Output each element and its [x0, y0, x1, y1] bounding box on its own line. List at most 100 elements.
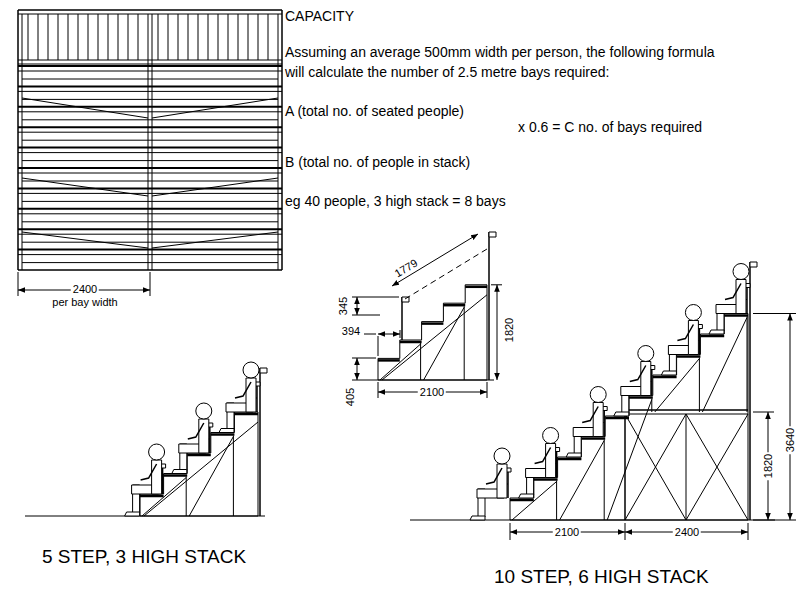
- baluster: [228, 14, 229, 60]
- riser: [22, 262, 278, 263]
- riser: [22, 160, 278, 161]
- seat-plank: [724, 314, 748, 317]
- person-arm: [677, 325, 693, 341]
- seat-plank: [140, 495, 164, 498]
- rail-post: [259, 368, 261, 516]
- seat-plank: [18, 126, 282, 128]
- ground-line: [370, 380, 494, 381]
- baluster: [58, 14, 59, 60]
- brace: [655, 359, 700, 413]
- base-rail: [378, 380, 487, 381]
- extension-line: [150, 272, 151, 296]
- dimension-text: 1820: [503, 316, 515, 344]
- person-arm: [188, 423, 204, 439]
- support-post: [556, 481, 557, 521]
- riser: [22, 99, 278, 100]
- baluster: [158, 14, 159, 60]
- handrail: [18, 9, 282, 11]
- seat-plank: [211, 433, 235, 436]
- dimension-line: [357, 297, 358, 315]
- tower-post: [624, 410, 626, 520]
- baluster: [188, 14, 189, 60]
- baluster: [48, 14, 49, 60]
- caption-text: 10 STEP, 6 HIGH STACK: [494, 566, 709, 589]
- person-foot: [219, 429, 234, 433]
- support-post: [186, 477, 187, 517]
- person-arm: [486, 468, 502, 484]
- cross-brace: [22, 232, 148, 248]
- tower-post: [686, 414, 687, 520]
- seat-plank: [18, 65, 282, 67]
- seat-plank: [18, 234, 282, 235]
- dimension-text: 394: [340, 325, 362, 337]
- frame-post: [148, 14, 149, 270]
- person-head: [733, 264, 749, 280]
- formula-text: x 0.6 = C no. of bays required: [518, 119, 702, 136]
- frame-post: [152, 14, 153, 270]
- dimension-text: 2400: [673, 526, 701, 538]
- seat-plank: [534, 478, 558, 481]
- stair-profile: [378, 285, 487, 380]
- rail-flag: [750, 262, 757, 267]
- person-foot: [470, 516, 485, 520]
- dimension-text: 1820: [762, 452, 774, 480]
- seat-plank: [18, 91, 282, 92]
- riser: [22, 221, 278, 222]
- baluster: [68, 14, 69, 60]
- dimension-text: 3640: [784, 426, 796, 454]
- baluster: [28, 14, 29, 60]
- riser: [22, 140, 278, 141]
- base-rail: [18, 269, 282, 271]
- baluster: [108, 14, 109, 60]
- riser: [22, 242, 278, 243]
- person-foot: [519, 494, 534, 498]
- extension-line: [18, 272, 19, 296]
- seat-plank: [422, 322, 444, 325]
- brace: [702, 318, 747, 413]
- support-post: [464, 306, 465, 380]
- support-post: [747, 317, 748, 413]
- riser: [22, 119, 278, 120]
- person-arm: [535, 448, 551, 464]
- seat-plank: [18, 249, 282, 251]
- seat-plank: [18, 132, 282, 133]
- cross-brace: [22, 98, 148, 118]
- dimension-text: 405: [344, 386, 356, 408]
- person-foot: [125, 512, 140, 516]
- seat-plank: [187, 454, 211, 457]
- person-head: [590, 387, 606, 403]
- dimension-line: [392, 234, 478, 286]
- rail-flag: [260, 368, 267, 373]
- baluster: [258, 14, 259, 60]
- person-head: [638, 346, 654, 362]
- seat-plank: [164, 474, 188, 477]
- baluster: [238, 14, 239, 60]
- seat-plank: [18, 147, 282, 149]
- seat-plank: [234, 413, 258, 416]
- extension-line: [352, 358, 376, 359]
- dimension-line: [497, 285, 498, 380]
- example-text: eg 40 people, 3 high stack = 8 bays: [285, 193, 506, 210]
- heading: CAPACITY: [285, 8, 354, 25]
- dimension-text: 2100: [418, 386, 446, 398]
- extension-line: [378, 336, 379, 356]
- support-post: [604, 440, 605, 521]
- dimension-text: 2100: [553, 526, 581, 538]
- person-arm: [582, 407, 598, 423]
- rail-post: [488, 232, 490, 380]
- rail: [18, 64, 282, 65]
- tower-brace: [686, 414, 748, 520]
- seat-plank: [653, 376, 677, 379]
- person-head: [543, 428, 559, 444]
- tower-brace: [625, 414, 686, 520]
- tower-brace: [625, 414, 686, 520]
- seat-plank: [465, 286, 487, 289]
- seat-plank: [677, 355, 701, 358]
- person-arm: [630, 366, 646, 382]
- seat-plank: [605, 417, 629, 420]
- rail-flag: [489, 232, 496, 237]
- baluster: [138, 14, 139, 60]
